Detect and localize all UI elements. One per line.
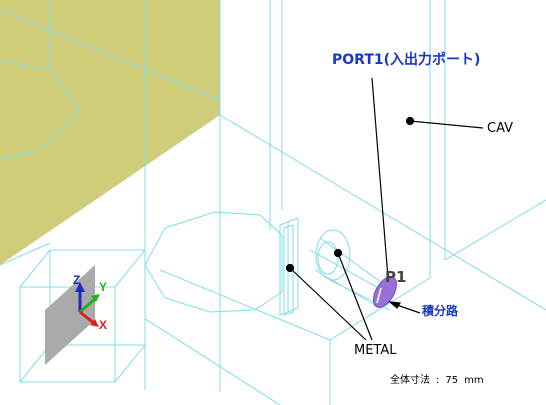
axis-y-label: Y [99, 280, 107, 294]
port-marker-label: P1 [385, 268, 407, 286]
metal-face [0, 0, 220, 265]
leader-lines [285, 77, 484, 341]
integration-path-label: 積分路 [422, 304, 459, 318]
integration-path-line [376, 287, 382, 304]
axis-z-label: Z [73, 273, 80, 287]
axis-x-label: X [99, 318, 107, 332]
dimension-separator: : [436, 375, 440, 386]
port-disk[interactable] [369, 273, 402, 311]
overall-dimension: 全体寸法:75 mm [390, 376, 490, 386]
port-title-label: PORT1(入出力ポート) [332, 52, 481, 68]
dimension-label: 全体寸法 [390, 375, 430, 386]
dimension-value: 75 [445, 375, 459, 386]
dimension-unit: mm [464, 375, 484, 386]
cav-label: CAV [487, 121, 514, 136]
axis-gizmo [19, 249, 146, 383]
metal-label: METAL [354, 343, 397, 358]
